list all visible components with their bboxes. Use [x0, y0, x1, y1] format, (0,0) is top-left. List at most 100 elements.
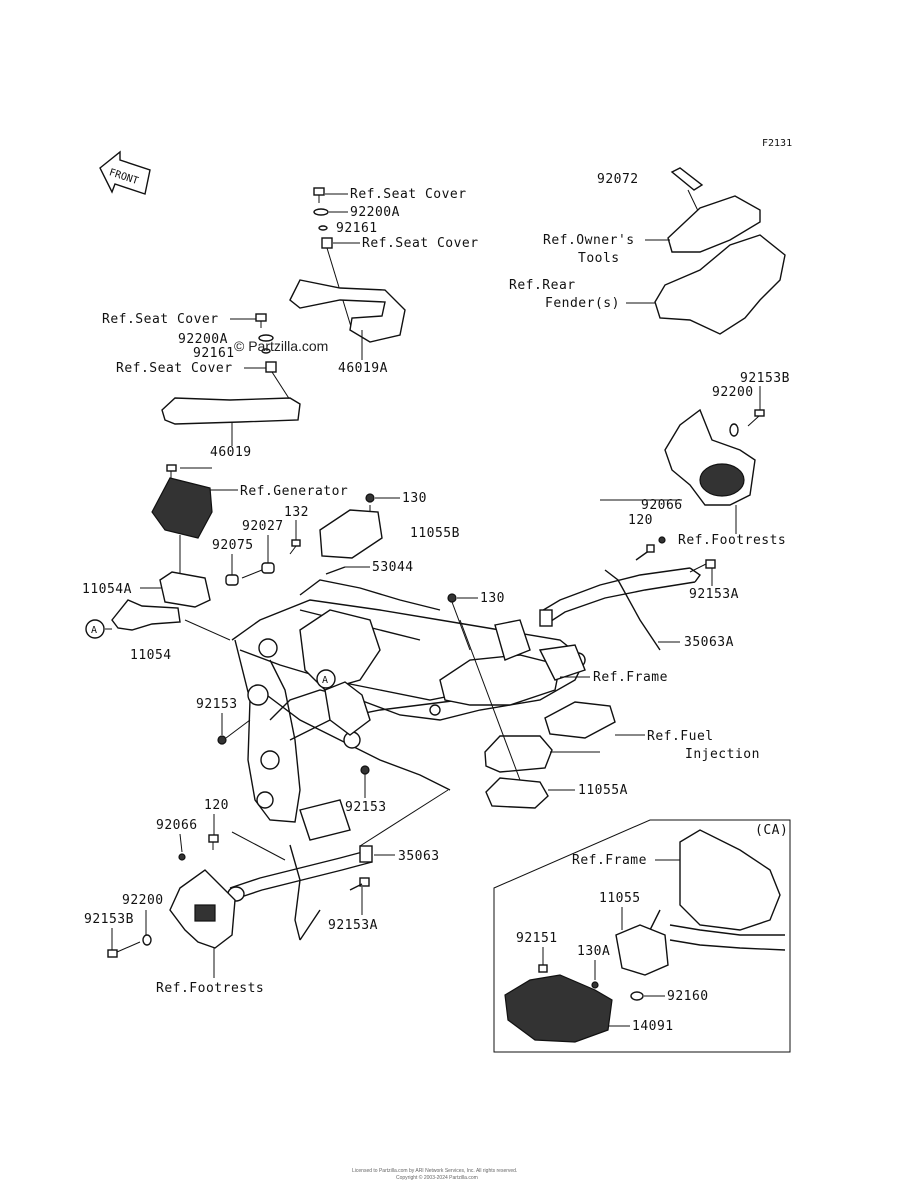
callout-part-number: 92200 — [712, 385, 754, 400]
callout-part-number: 92160 — [667, 989, 709, 1004]
callout-ref-generator: Ref.Generator — [240, 484, 348, 499]
footer-line: Copyright © 2003-2024 Partzilla.com — [396, 1174, 478, 1181]
bolt-icon — [208, 834, 219, 850]
washer-icon — [729, 423, 739, 437]
washer-icon — [313, 208, 329, 216]
marker-label: A — [91, 625, 97, 636]
callout-ref-seat-cover: Ref.Seat Cover — [102, 312, 219, 327]
bolt-icon — [635, 544, 655, 561]
callout-part-number: 92153B — [84, 912, 134, 927]
regulator-rectifier — [151, 477, 213, 539]
callout-part-number: 46019 — [210, 445, 252, 460]
callout-part-number: 92161 — [336, 221, 378, 236]
callout-ref-footrests: Ref.Footrests — [678, 533, 786, 548]
washer-icon — [318, 225, 328, 231]
fuel-injection-tray-lower — [484, 735, 553, 773]
callout-part-number: 92153A — [689, 587, 739, 602]
ca-inset-box — [493, 819, 791, 1053]
pin-icon — [658, 536, 666, 544]
fuel-injection-tray-upper — [544, 701, 616, 739]
tube-end-cap — [359, 845, 373, 863]
seat-bracket-46019a — [289, 279, 406, 343]
marker-label: A — [322, 675, 328, 686]
callout-part-number: 92153 — [345, 800, 387, 815]
callout-ref-frame: Ref.Frame — [593, 670, 668, 685]
callout-part-number: 35063 — [398, 849, 440, 864]
callout-part-number: 92153B — [740, 371, 790, 386]
callout-ref-seat-cover: Ref.Seat Cover — [350, 187, 467, 202]
seat-rail-46019 — [161, 397, 301, 425]
bolt-icon — [166, 464, 177, 478]
callout-ref-fuel-injection-2: Injection — [685, 747, 760, 762]
regulator-bracket-11054a — [159, 571, 211, 608]
callout-part-number: 92066 — [156, 818, 198, 833]
bolt-icon — [689, 559, 716, 573]
bracket-11055 — [615, 924, 669, 976]
bracket-11054 — [111, 599, 181, 631]
callout-part-number: 120 — [628, 513, 653, 528]
callout-part-number: 92161 — [193, 346, 235, 361]
callout-part-number: 120 — [204, 798, 229, 813]
frame-tube-35063a — [539, 567, 701, 651]
bolt-icon — [289, 539, 301, 555]
collar-icon — [261, 562, 275, 574]
bolt-icon — [313, 187, 325, 203]
reference-marker-a — [316, 669, 336, 689]
washer-icon — [142, 934, 152, 946]
callout-part-number: 92153 — [196, 697, 238, 712]
callout-part-number: 92200A — [178, 332, 228, 347]
tool-cover — [667, 195, 761, 253]
washer-icon — [258, 334, 274, 342]
footrest-bracket-mount — [699, 463, 745, 497]
inset-frame-tube — [649, 909, 786, 951]
callout-ref-rear-fender-2: Fender(s) — [545, 296, 620, 311]
callout-part-number: 92027 — [242, 519, 284, 534]
callout-ref-footrests: Ref.Footrests — [156, 981, 264, 996]
collar-icon — [321, 237, 333, 249]
callout-part-number: 11054 — [130, 648, 172, 663]
callout-ref-fuel-injection: Ref.Fuel — [647, 729, 714, 744]
callout-part-number: 130A — [577, 944, 610, 959]
bolt-head-icon — [591, 981, 599, 989]
tool-strap-92072 — [670, 167, 704, 191]
callout-ref-seat-cover: Ref.Seat Cover — [362, 236, 479, 251]
callout-part-number: 92200 — [122, 893, 164, 908]
reference-marker-a — [85, 619, 105, 639]
figure-code: F2131 — [762, 138, 792, 149]
callout-part-number: 11055 — [599, 891, 641, 906]
bolt-icon — [538, 964, 548, 973]
front-arrow-icon: FRONT — [99, 150, 151, 195]
callout-part-number: 92200A — [350, 205, 400, 220]
main-frame — [231, 579, 586, 841]
callout-part-number: 35063A — [684, 635, 734, 650]
footer-line: Licensed to Partzilla.com by ARI Network… — [352, 1168, 517, 1174]
bracket-11055b — [319, 509, 383, 559]
collar-icon — [265, 361, 277, 373]
callout-part-number: 92075 — [212, 538, 254, 553]
callout-ref-frame: Ref.Frame — [572, 853, 647, 868]
frame-tube-35063 — [229, 844, 373, 941]
grommet-icon — [225, 574, 239, 586]
footrest-bracket-label-plate — [194, 904, 216, 922]
callout-part-number: 53044 — [372, 560, 414, 575]
callout-ref-seat-cover: Ref.Seat Cover — [116, 361, 233, 376]
callout-part-number: 11055B — [410, 526, 460, 541]
callout-part-number: 11054A — [82, 582, 132, 597]
callout-part-number: 11055A — [578, 783, 628, 798]
callout-ref-owners-tools-2: Tools — [578, 251, 620, 266]
callout-part-number: 92151 — [516, 931, 558, 946]
watermark: © Partzilla.com — [234, 338, 328, 354]
callout-part-number: 92153A — [328, 918, 378, 933]
callout-part-number: 130 — [480, 591, 505, 606]
bolt-head-icon — [447, 593, 457, 603]
rear-fender — [654, 234, 786, 335]
washer-icon — [630, 991, 644, 1001]
bolt-icon — [349, 877, 370, 891]
canister-14091 — [504, 974, 613, 1043]
inset-frame-section — [679, 829, 781, 931]
callout-part-number: 92066 — [641, 498, 683, 513]
bolt-icon — [747, 409, 765, 427]
bolt-head-icon — [365, 493, 375, 503]
